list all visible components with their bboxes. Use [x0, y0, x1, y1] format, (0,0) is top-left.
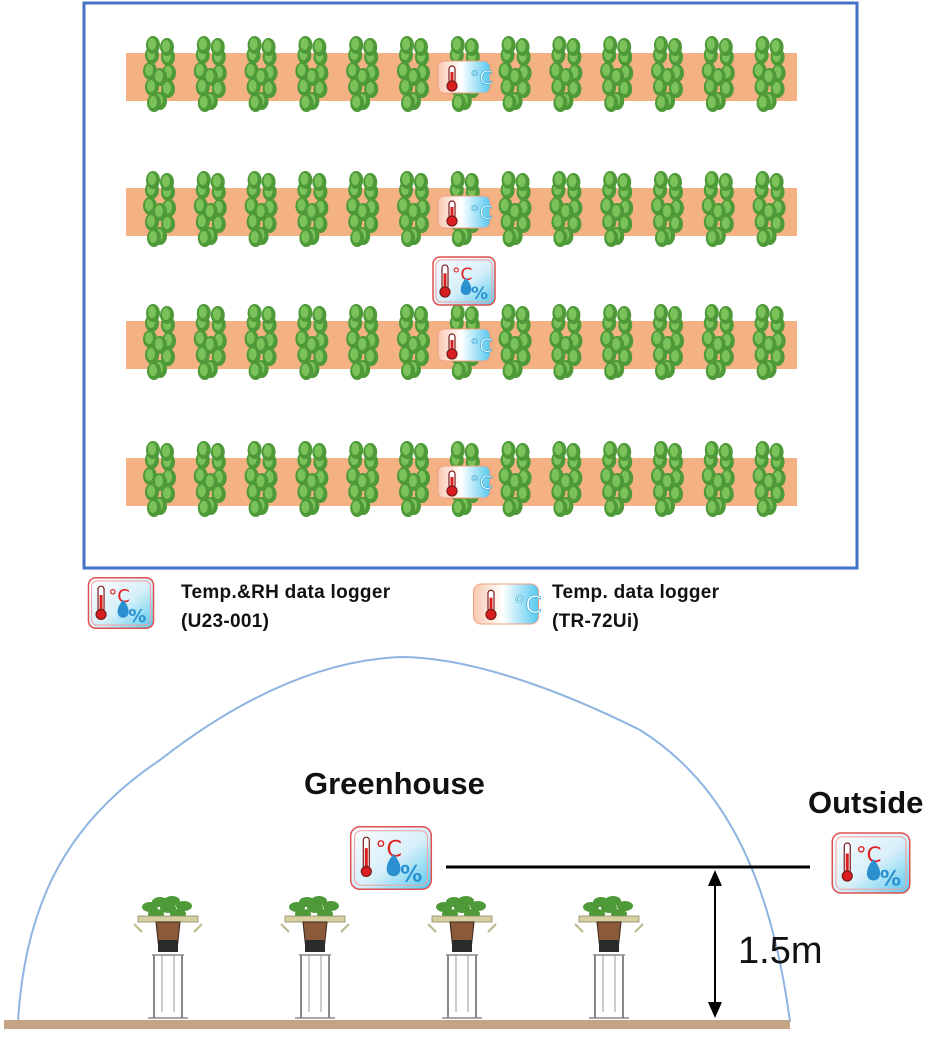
- celsius-glyph: °C: [108, 586, 129, 607]
- water-drop-icon: [866, 859, 881, 881]
- legend-rh-logger-name: Temp.&RH data logger: [181, 582, 391, 603]
- legend-temp-logger-name: Temp. data logger: [552, 582, 720, 603]
- water-drop-icon: [460, 278, 472, 295]
- height-dimension-arrow: [708, 870, 722, 1018]
- percent-glyph: %: [471, 284, 488, 304]
- celsius-glyph: °C: [514, 591, 542, 619]
- plant-stand: [574, 896, 644, 1019]
- legend-rh-logger-text: Temp.&RH data logger (U23-001): [181, 578, 390, 636]
- plant-stand: [280, 896, 350, 1019]
- legend-temp-logger-text: Temp. data logger (TR-72Ui): [552, 578, 719, 636]
- outside-label: Outside: [808, 785, 924, 820]
- tunnel-outline: [17, 655, 791, 1023]
- ground: [4, 1020, 790, 1029]
- temp-rh-logger-icon: °C%: [432, 256, 496, 306]
- celsius-glyph: °C: [470, 67, 493, 89]
- temp-rh-logger-icon: °C%: [831, 832, 911, 894]
- temp-rh-logger-icon: °C%: [87, 577, 155, 629]
- legend-icons: °C%°C: [87, 577, 542, 629]
- plan-loggers: °C°C°C°C°C%: [432, 60, 496, 499]
- celsius-glyph: °C: [470, 335, 493, 357]
- greenhouse-label: Greenhouse: [304, 766, 485, 801]
- celsius-glyph: °C: [452, 265, 472, 285]
- temp-rh-logger-icon: °C%: [349, 826, 433, 890]
- celsius-glyph: °C: [470, 472, 493, 494]
- temp-logger-icon: °C: [473, 583, 542, 625]
- celsius-glyph: °C: [470, 202, 493, 224]
- percent-glyph: %: [400, 861, 422, 887]
- temp-logger-icon: °C: [437, 195, 493, 229]
- height-label: 1.5m: [738, 930, 823, 972]
- legend-temp-logger-model: (TR-72Ui): [552, 611, 640, 632]
- plant-stand: [133, 896, 203, 1019]
- plant-stands: [133, 896, 644, 1019]
- percent-glyph: %: [128, 606, 146, 627]
- temp-logger-icon: °C: [437, 328, 493, 362]
- legend-rh-logger-model: (U23-001): [181, 611, 270, 632]
- plant-stand: [427, 896, 497, 1019]
- percent-glyph: %: [880, 867, 901, 892]
- water-drop-icon: [117, 599, 129, 618]
- water-drop-icon: [386, 854, 401, 877]
- celsius-glyph: °C: [375, 837, 401, 863]
- celsius-glyph: °C: [856, 843, 881, 868]
- temp-logger-icon: °C: [437, 60, 493, 94]
- temp-logger-icon: °C: [437, 465, 493, 499]
- section-loggers: °C%°C%: [349, 826, 911, 894]
